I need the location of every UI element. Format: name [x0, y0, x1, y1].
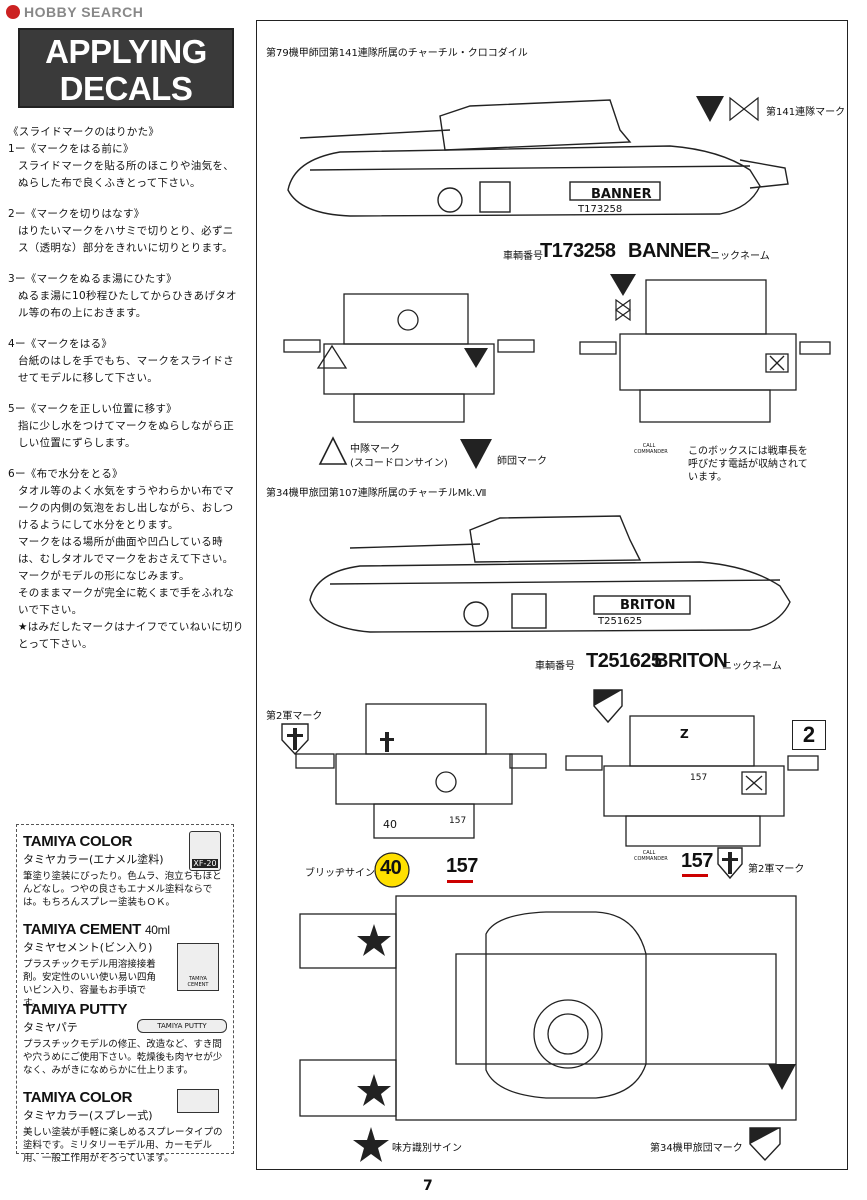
- churchill-crocodile-side-view: [287, 99, 789, 217]
- bridge-sign-value: 40: [380, 857, 402, 879]
- diagram2-hull-number: T251625: [598, 616, 643, 627]
- product-tamiya-putty: TAMIYA PUTTY タミヤパテ プラスチックモデルの修正、改造など、すき間…: [23, 1001, 223, 1076]
- vehicle-number-banner: T173258: [540, 240, 616, 262]
- watermark: HOBBY SEARCH: [6, 4, 143, 20]
- squadron-sub-label: (スコードロンサイン): [350, 458, 448, 469]
- allied-star-label: 味方識別サイン: [392, 1143, 462, 1154]
- rear-serial-157: 157: [681, 850, 713, 872]
- rear-serial-value: 157: [690, 773, 708, 783]
- square-number-2: 2: [792, 720, 826, 750]
- brigade-34-shield-icon: [593, 689, 623, 724]
- churchill-mk7-side-view: [309, 515, 791, 633]
- corps-mark-label: 第2軍マーク: [266, 711, 323, 722]
- call-commander-box-note: このボックスには戦車長を呼びだす電話が収納されています。: [688, 446, 808, 483]
- nickname-briton: BRITON: [654, 650, 728, 672]
- step-2: 2ー《マークを切りはなす》はりたいマークをハサミで切りとり、必ずニス（透明な）部…: [8, 208, 234, 254]
- paint-bottle-icon: XF-20: [189, 831, 221, 871]
- serial-number-157: 157: [446, 855, 478, 877]
- cement-bottle-icon: TAMIYA CEMENT: [177, 943, 219, 991]
- allied-star-icon: [353, 1127, 389, 1162]
- nickname-label: ニックネーム: [710, 251, 770, 262]
- title-line-1: APPLYING: [45, 33, 207, 70]
- step-4: 4ー《マークをはる》台紙のはしを手でもち、マークをスライドさせてモデルに移して下…: [8, 338, 234, 384]
- title-line-2: DECALS: [59, 70, 193, 107]
- step-5: 5ー《マークを正しい位置に移す》指に少し水をつけてマークをぬらしながら正しい位置…: [8, 403, 234, 449]
- vehicle-number-label: 車輌番号: [503, 251, 543, 262]
- nickname-label-2: ニックネーム: [722, 661, 782, 672]
- squadron-triangle-icon: [318, 436, 348, 465]
- rear-serial-underline: [682, 874, 708, 877]
- diagram2-hull-name: BRITON: [620, 598, 676, 613]
- corps-mark-label-rear: 第2軍マーク: [748, 864, 805, 875]
- diagram2-heading: 第34機甲旅団第107連隊所属のチャーチルMk.Ⅶ: [266, 488, 487, 499]
- regiment-141-mark-icon: [696, 96, 759, 122]
- decal-instructions: 《スライドマークのはりかた》 1ー《マークをはる前に》スライドマークを貼る所のほ…: [8, 124, 244, 653]
- product-ads: TAMIYA COLOR タミヤカラー(エナメル塗料) 筆塗り塗装にぴったり。色…: [16, 824, 234, 1164]
- diagram1-hull-number: T173258: [578, 204, 623, 215]
- brigade-34-mark-icon: [749, 1127, 781, 1162]
- crocodile-front-view: [283, 293, 535, 423]
- product-tamiya-color-enamel: TAMIYA COLOR タミヤカラー(エナメル塗料) 筆塗り塗装にぴったり。色…: [23, 833, 222, 908]
- product-tamiya-color-spray: TAMIYA COLOR タミヤカラー(スプレー式) 美しい塗装が手軽に楽しめる…: [23, 1089, 223, 1164]
- bridge-sign-circle: [374, 852, 410, 888]
- bridge-sign-label: ブリッヂサイン: [305, 868, 375, 879]
- step-6: 6ー《布で水分をとる》タオル等のよく水気をすうやわらかい布でマークの内側の気泡を…: [8, 468, 234, 531]
- note-trim: ★はみだしたマークはナイフでていねいに切りとって下さい。: [18, 621, 244, 650]
- spray-can-icon: [177, 1089, 219, 1113]
- hobby-search-logo-icon: [6, 5, 20, 19]
- regiment-141-label: 第141連隊マーク: [766, 107, 846, 118]
- division-mark-icon: [460, 439, 492, 469]
- serial-underline: [447, 880, 473, 883]
- note-dry: そのままマークが完全に乾くまで手をふれないで下さい。: [18, 587, 234, 616]
- page-title: APPLYING DECALS: [18, 28, 234, 108]
- vehicle-number-briton: T251625: [586, 650, 662, 672]
- second-army-shield-icon-rear: [717, 847, 743, 880]
- front-bridge-value: 40: [383, 818, 397, 831]
- step-1: 1ー《マークをはる前に》スライドマークを貼る所のほこりや油気を、ぬらした布で良く…: [8, 143, 234, 189]
- mk7-rear-view: [565, 715, 819, 847]
- diagram1-hull-name: BANNER: [591, 187, 652, 202]
- brigade-mark-label: 第34機甲旅団マーク: [650, 1143, 743, 1154]
- front-serial-value: 157: [449, 816, 467, 826]
- putty-tube-icon: TAMIYA PUTTY: [137, 1019, 227, 1033]
- nickname-banner: BANNER: [628, 240, 711, 262]
- crocodile-rear-view: [579, 274, 831, 423]
- mk7-top-view: [299, 895, 797, 1121]
- diagram2-call-commander-box: CALL COMMANDER: [634, 850, 668, 862]
- diagram-frame: [256, 20, 848, 1170]
- diagram1-call-commander-box: CALL COMMANDER: [634, 443, 668, 455]
- page-number: 7: [423, 1178, 433, 1194]
- product-tamiya-cement: TAMIYA CEMENT 40ml タミヤセメント(ビン入り) プラスチックモ…: [23, 921, 170, 1009]
- diagram1-heading: 第79機甲師団第141連隊所属のチャーチル・クロコダイル: [266, 48, 528, 59]
- turret-letter: Z: [680, 727, 689, 741]
- step-3: 3ー《マークをぬるま湯にひたす》ぬるま湯に10秒程ひたしてからひきあげタオル等の…: [8, 273, 237, 319]
- mk7-front-view: [295, 703, 547, 839]
- division-label: 師団マーク: [497, 456, 547, 467]
- squadron-label: 中隊マーク: [350, 444, 400, 455]
- note-curved-surface: マークをはる場所が曲面や凹凸している時は、むしタオルでマークをおさえて下さい。マ…: [18, 536, 234, 582]
- instructions-heading: 《スライドマークのはりかた》: [8, 126, 160, 138]
- vehicle-number-label-2: 車輌番号: [535, 661, 575, 672]
- second-army-shield-icon: [281, 723, 309, 756]
